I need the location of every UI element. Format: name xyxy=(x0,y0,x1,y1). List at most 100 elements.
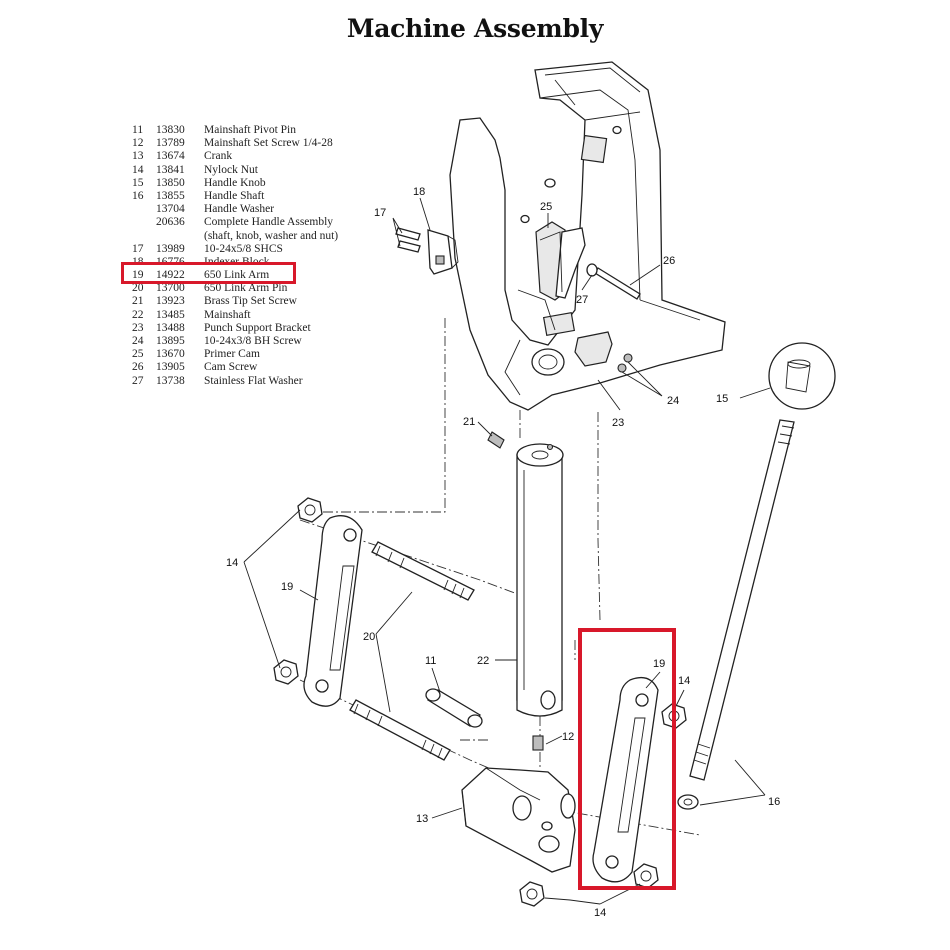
parts-list-part-number: 13905 xyxy=(156,361,185,374)
callout-12: 12 xyxy=(562,731,574,743)
parts-list-part-number: 13895 xyxy=(156,335,185,347)
parts-list-part-number: 13738 xyxy=(156,374,185,387)
nylock-nut-right-lower xyxy=(633,863,659,889)
callout-20: 20 xyxy=(363,631,375,643)
callout-23: 23 xyxy=(612,417,624,429)
parts-list-item-number: 21 xyxy=(132,295,144,308)
leader-lines xyxy=(243,197,771,905)
callout-26: 26 xyxy=(663,255,675,267)
parts-list-description: 650 Link Arm Pin xyxy=(204,282,288,295)
callout-19-right: 19 xyxy=(653,658,665,670)
parts-list-part-number: 13789 xyxy=(156,137,185,150)
parts-list-description: Mainshaft Set Screw 1/4-28 xyxy=(204,137,333,150)
crank xyxy=(461,767,576,873)
parts-list-item-number: 17 xyxy=(132,242,144,255)
parts-list-row: 24 13895 10-24x3/8 BH Screw xyxy=(128,335,358,348)
parts-list-row: 22 13485 Mainshaft xyxy=(128,309,358,322)
parts-list-description: 10-24x5/8 SHCS xyxy=(204,242,283,255)
parts-list-row: 27 13738 Stainless Flat Washer xyxy=(128,375,358,388)
parts-list-part-number: 13830 xyxy=(156,124,185,136)
nylock-nut-left-upper xyxy=(297,497,323,523)
link-arm-left xyxy=(303,515,363,707)
callout-13: 13 xyxy=(416,813,428,825)
callout-11: 11 xyxy=(425,655,436,667)
parts-list-item-number: 24 xyxy=(132,335,144,347)
link-arm-right xyxy=(592,676,659,883)
callout-21: 21 xyxy=(463,416,475,428)
link-arm-highlight-box xyxy=(578,628,676,890)
parts-list-description: Complete Handle Assembly xyxy=(204,216,334,229)
mainshaft xyxy=(516,443,564,717)
parts-list-item-number: 23 xyxy=(132,321,144,334)
parts-list-row: 25 13670 Primer Cam xyxy=(128,348,358,361)
callout-17: 17 xyxy=(374,207,386,219)
parts-list-part-number: 13674 xyxy=(156,150,185,163)
parts-list-description: Primer Cam xyxy=(204,348,260,361)
parts-list-item-number: 20 xyxy=(132,282,144,295)
parts-list-description: (shaft, knob, washer and nut) xyxy=(204,229,339,242)
callout-14-left: 14 xyxy=(226,557,238,569)
punch-support-bracket xyxy=(574,331,633,373)
indexer-block xyxy=(395,227,459,275)
parts-list-part-number: 13841 xyxy=(156,163,185,176)
callout-24: 24 xyxy=(667,395,679,407)
callout-16: 16 xyxy=(768,796,780,808)
callout-14-bottom: 14 xyxy=(594,907,606,919)
parts-list-item-number: 27 xyxy=(132,374,144,387)
parts-list-row: 20 13700 650 Link Arm Pin xyxy=(128,282,358,295)
callout-14-right: 14 xyxy=(678,675,690,687)
callout-labels: 17 18 25 26 27 24 23 15 21 14 19 20 11 2… xyxy=(226,186,780,919)
parts-list-item-number: 18 xyxy=(132,255,144,268)
parts-list-description: Handle Shaft xyxy=(204,189,265,202)
callout-22: 22 xyxy=(477,655,489,667)
parts-list-highlight-box xyxy=(121,262,296,284)
parts-list-description: Mainshaft xyxy=(204,308,251,321)
parts-list-description: 10-24x3/8 BH Screw xyxy=(204,335,302,347)
parts-list-part-number: 13700 xyxy=(156,282,185,295)
parts-list-item-number: 11 xyxy=(132,124,144,136)
parts-list-item-number: 26 xyxy=(132,361,144,374)
parts-list-part-number: 20636 xyxy=(156,216,185,229)
parts-list-part-number: 13670 xyxy=(156,348,185,361)
parts-list-item-number: 12 xyxy=(132,137,144,150)
parts-list-part-number: 13850 xyxy=(156,176,185,189)
parts-list-description: 650 Link Arm xyxy=(204,269,270,282)
parts-list-part-number: 13485 xyxy=(156,308,185,321)
parts-list-item-number: 25 xyxy=(132,348,144,361)
callout-15: 15 xyxy=(716,393,728,405)
cam-screw xyxy=(586,263,641,300)
parts-list-row: 15 13850 Handle Knob xyxy=(128,177,358,190)
parts-list-item-number: 13 xyxy=(132,150,144,163)
handle-knob xyxy=(768,342,836,410)
parts-list-part-number: 13488 xyxy=(156,321,185,334)
parts-list-description: Nylock Nut xyxy=(204,163,258,176)
parts-list-description: Handle Knob xyxy=(204,176,266,189)
parts-list-part-number: 14922 xyxy=(156,269,185,282)
callout-27: 27 xyxy=(576,294,588,306)
parts-list-row: 26 13905 Cam Screw xyxy=(128,361,358,374)
parts-list-row: 20636 Complete Handle Assembly xyxy=(128,216,358,229)
link-arm-pin-lower xyxy=(349,699,451,761)
parts-list-description: Brass Tip Set Screw xyxy=(204,295,297,308)
callout-18: 18 xyxy=(413,186,425,198)
callout-19-left: 19 xyxy=(281,581,293,593)
parts-list-item-number: 14 xyxy=(132,163,144,176)
primer-cam xyxy=(535,221,586,301)
callout-25: 25 xyxy=(540,201,552,213)
parts-list-description: Stainless Flat Washer xyxy=(204,374,303,387)
parts-list-item-number: 22 xyxy=(132,308,144,321)
parts-list-description: Handle Washer xyxy=(204,203,275,216)
mainshaft-pivot-pin xyxy=(425,688,483,728)
parts-list-item-number: 15 xyxy=(132,176,144,189)
parts-list-row: 13 13674 Crank xyxy=(128,150,358,163)
parts-list-description: Crank xyxy=(204,150,233,163)
parts-list-description: Cam Screw xyxy=(204,361,258,374)
press-frame xyxy=(449,61,726,411)
